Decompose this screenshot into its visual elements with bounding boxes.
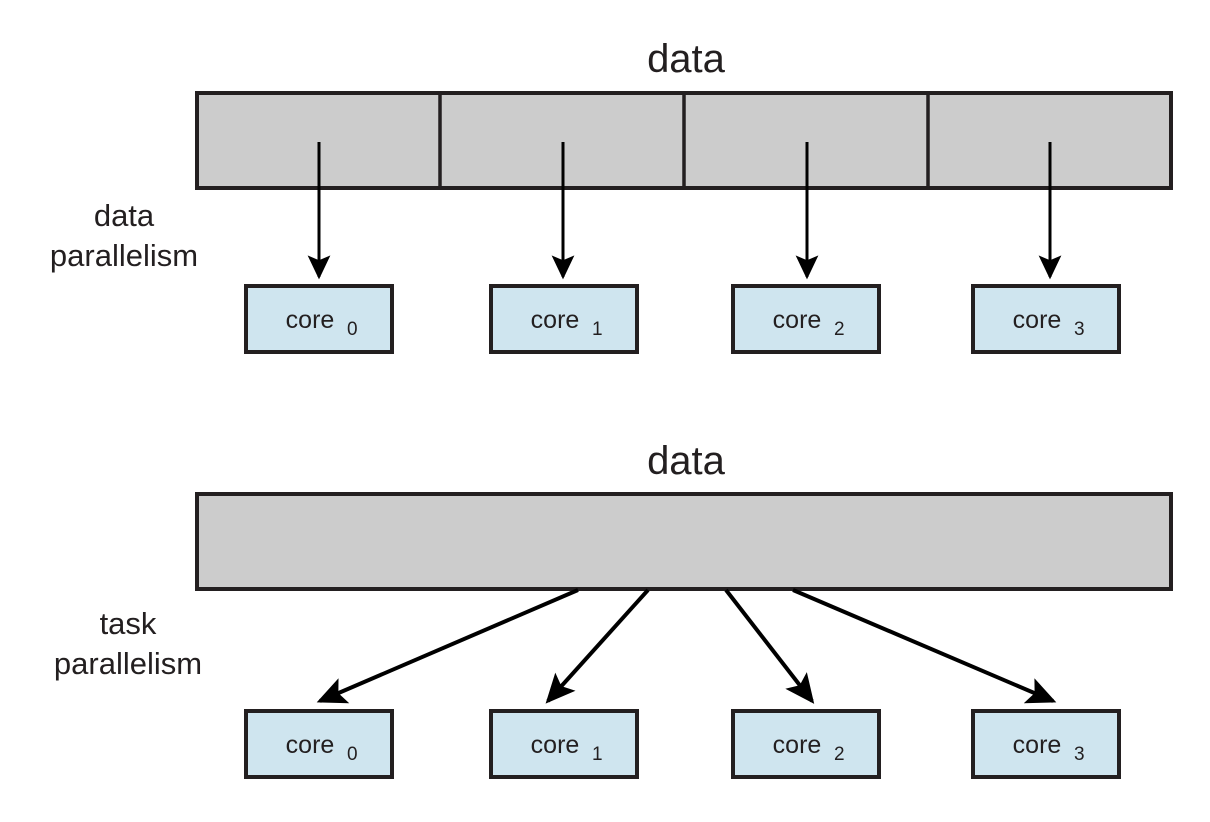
data-parallelism-arrows (307, 142, 1062, 280)
core-box-0-top-label: core (286, 306, 335, 334)
core-box-3-bottom-label: core (1013, 731, 1062, 759)
core-box-1-top-index: 1 (592, 319, 603, 340)
core-box-2-top-rect (731, 284, 881, 354)
core-box-0-bottom[interactable]: core 0 (244, 709, 394, 779)
core-boxes-top: core 0 core 1 core 2 core 3 (244, 284, 1121, 354)
arrow-to-core-0-bottom (316, 588, 579, 704)
side-label-line1-bottom: task (100, 606, 157, 641)
core-box-2-bottom-index: 2 (834, 744, 845, 765)
core-box-0-top-index: 0 (347, 319, 358, 340)
data-bar-segmented (195, 91, 1173, 190)
side-label-line2-bottom: parallelism (54, 646, 202, 681)
core-box-1-top[interactable]: core 1 (489, 284, 639, 354)
core-box-0-bottom-index: 0 (347, 744, 358, 765)
side-label-task-parallelism: task parallelism (54, 606, 202, 681)
core-box-3-top[interactable]: core 3 (971, 284, 1121, 354)
core-box-2-top-index: 2 (834, 319, 845, 340)
data-bar-title-bottom: data (647, 439, 726, 483)
task-parallelism-arrows (316, 588, 1057, 704)
core-box-1-bottom-index: 1 (592, 744, 603, 765)
side-label-data-parallelism: data parallelism (50, 198, 198, 273)
section-data-parallelism: data data parallelism core (50, 37, 1173, 354)
core-box-3-top-index: 3 (1074, 319, 1085, 340)
core-box-1-bottom[interactable]: core 1 (489, 709, 639, 779)
core-box-2-bottom-rect (731, 709, 881, 779)
core-box-3-top-label: core (1013, 306, 1062, 334)
core-box-2-bottom-label: core (773, 731, 822, 759)
arrow-to-core-1-bottom (545, 588, 650, 704)
arrow-to-core-2-bottom (724, 588, 815, 704)
section-task-parallelism: data task parallelism core 0 (54, 439, 1173, 779)
core-box-2-bottom[interactable]: core 2 (731, 709, 881, 779)
core-boxes-bottom: core 0 core 1 core 2 core 3 (244, 709, 1121, 779)
data-bar-title-top: data (647, 37, 726, 81)
side-label-line2-top: parallelism (50, 238, 198, 273)
core-box-0-bottom-rect (244, 709, 394, 779)
core-box-0-top-rect (244, 284, 394, 354)
core-box-3-top-rect (971, 284, 1121, 354)
core-box-3-bottom-index: 3 (1074, 744, 1085, 765)
core-box-0-top[interactable]: core 0 (244, 284, 394, 354)
core-box-3-bottom[interactable]: core 3 (971, 709, 1121, 779)
core-box-1-bottom-rect (489, 709, 639, 779)
arrow-to-core-3-bottom (792, 588, 1057, 704)
core-box-1-top-rect (489, 284, 639, 354)
data-bar-bottom (195, 492, 1173, 591)
side-label-line1-top: data (94, 198, 155, 233)
core-box-1-bottom-label: core (531, 731, 580, 759)
core-box-2-top[interactable]: core 2 (731, 284, 881, 354)
core-box-2-top-label: core (773, 306, 822, 334)
core-box-0-bottom-label: core (286, 731, 335, 759)
core-box-3-bottom-rect (971, 709, 1121, 779)
core-box-1-top-label: core (531, 306, 580, 334)
